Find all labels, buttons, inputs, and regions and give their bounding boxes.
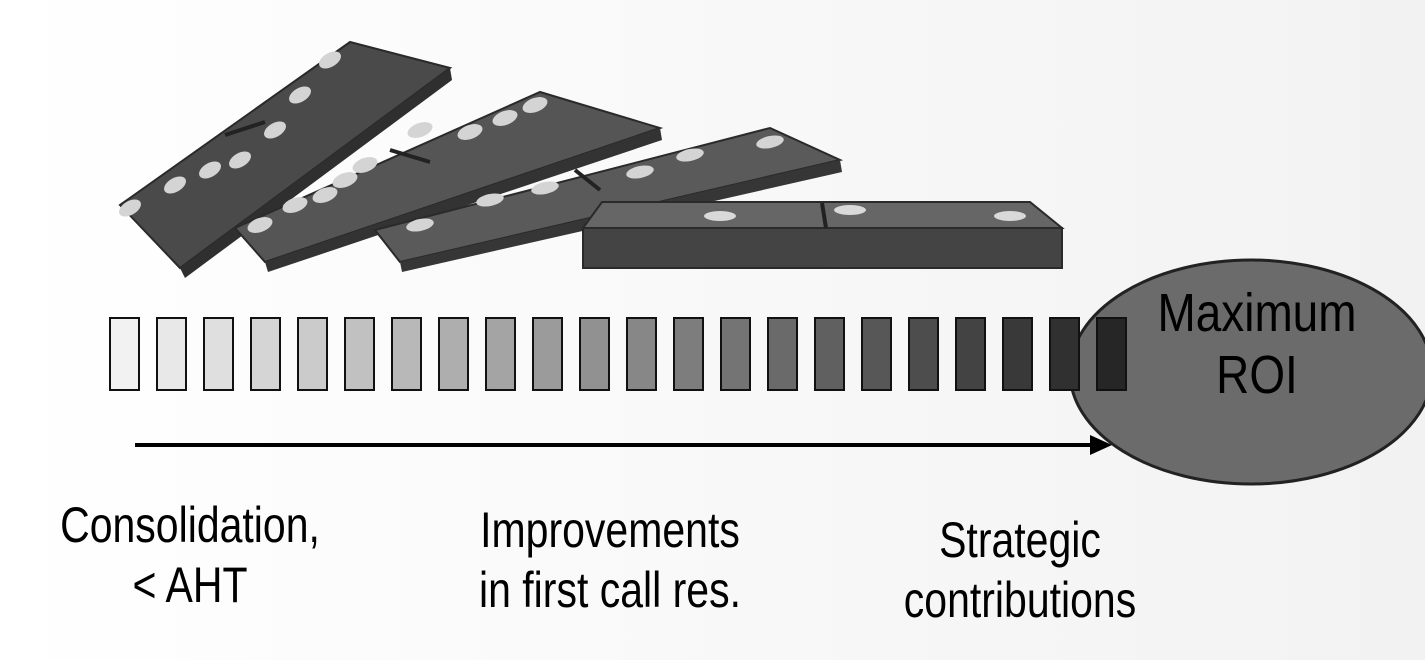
domino-2 xyxy=(233,90,664,272)
progress-arrow xyxy=(135,435,1112,455)
stage-label-improvements: Improvements in first call res. xyxy=(454,500,766,620)
progression-block xyxy=(391,317,422,391)
stage-label-consolidation: Consolidation, < AHT xyxy=(42,495,337,615)
progression-block xyxy=(1002,317,1033,391)
roi-label: Maximum ROI xyxy=(1108,282,1406,406)
progression-block xyxy=(767,317,798,391)
stage-label-line1: Improvements xyxy=(480,502,740,558)
stage-label-line1: Strategic xyxy=(939,512,1101,568)
progression-block xyxy=(156,317,187,391)
progression-block xyxy=(861,317,892,391)
progression-block xyxy=(626,317,657,391)
progression-block xyxy=(720,317,751,391)
progression-block xyxy=(908,317,939,391)
progression-block xyxy=(203,317,234,391)
stage-label-line2: < AHT xyxy=(132,557,248,613)
progression-block xyxy=(673,317,704,391)
dominoes-group xyxy=(118,40,1065,278)
stage-label-strategic: Strategic contributions xyxy=(881,510,1160,630)
domino-4 xyxy=(581,201,1065,269)
progression-block xyxy=(485,317,516,391)
stage-label-line2: contributions xyxy=(903,572,1137,628)
progression-block xyxy=(250,317,281,391)
roi-label-line1: Maximum xyxy=(1157,283,1357,343)
roi-label-line2: ROI xyxy=(1216,345,1298,405)
progression-block xyxy=(344,317,375,391)
stage-label-line1: Consolidation, xyxy=(60,497,320,553)
progression-block xyxy=(579,317,610,391)
progression-block xyxy=(955,317,986,391)
progression-block xyxy=(532,317,563,391)
progression-block xyxy=(109,317,140,391)
progression-blocks xyxy=(109,317,1127,391)
progression-block xyxy=(438,317,469,391)
progression-block xyxy=(297,317,328,391)
stage-label-line2: in first call res. xyxy=(478,562,741,618)
progression-block xyxy=(1096,317,1127,391)
progression-block xyxy=(1049,317,1080,391)
progression-block xyxy=(814,317,845,391)
